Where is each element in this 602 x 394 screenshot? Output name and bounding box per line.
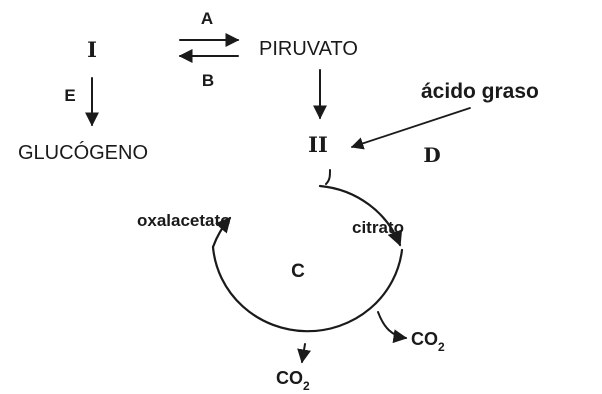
citrato-label: citrato (352, 218, 404, 237)
oxalacetato-label: oxalacetato (137, 211, 231, 230)
co2-bottom-arrow (297, 343, 311, 364)
node-I-label: I (87, 37, 97, 62)
piruvato-label: PIRUVATO (259, 38, 358, 60)
co2-right-label: CO2 (411, 329, 445, 354)
step-C-label: C (291, 261, 305, 282)
acido-graso-label: ácido graso (421, 80, 539, 103)
step-E-label: E (64, 86, 75, 105)
arrow-D (350, 107, 471, 150)
step-B-label: B (202, 71, 214, 90)
node-II-label: II (308, 132, 328, 157)
step-A-label: A (201, 9, 213, 28)
cycle-arc-lower (211, 245, 404, 333)
co2-right-arrow (377, 311, 408, 344)
step-D-label: D (423, 143, 440, 167)
cycle-arc-to-citrato (318, 184, 403, 247)
cycle-arc-to-oxalacetato (211, 216, 232, 249)
glucogeno-label: GLUCÓGENO (18, 141, 148, 164)
II-to-cycle-connector (325, 169, 331, 185)
co2-bottom-label: CO2 (276, 368, 310, 393)
